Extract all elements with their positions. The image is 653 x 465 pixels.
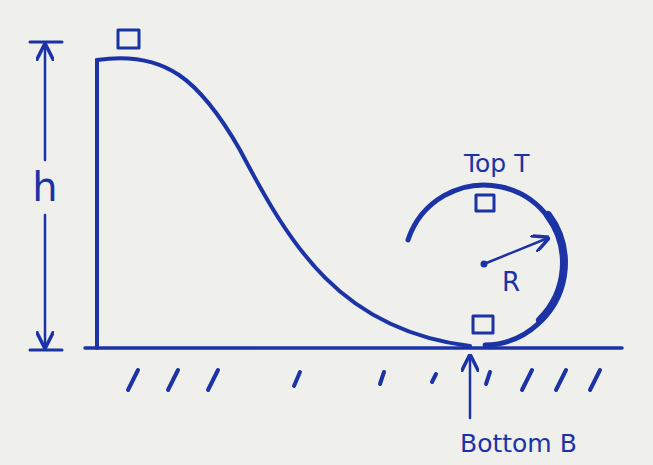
dimension-arrow [44, 45, 47, 160]
ground-line [85, 346, 622, 350]
block [476, 195, 494, 211]
ground-hatch [128, 370, 600, 390]
wall [95, 60, 99, 348]
point-label: Bottom B [458, 430, 579, 457]
track-curve [97, 58, 470, 346]
block [118, 30, 139, 48]
dimension-tick [30, 349, 62, 352]
block [473, 316, 493, 333]
dimension-tick [30, 41, 62, 44]
height-label: h [30, 166, 59, 208]
loop-track-thick [540, 215, 564, 320]
loop-track [408, 185, 564, 345]
radius-label: R [500, 268, 522, 296]
pointer-arrow [469, 356, 472, 418]
radius-arrow [484, 238, 548, 264]
dimension-arrow [44, 215, 47, 347]
point-label: Top T [462, 150, 531, 177]
